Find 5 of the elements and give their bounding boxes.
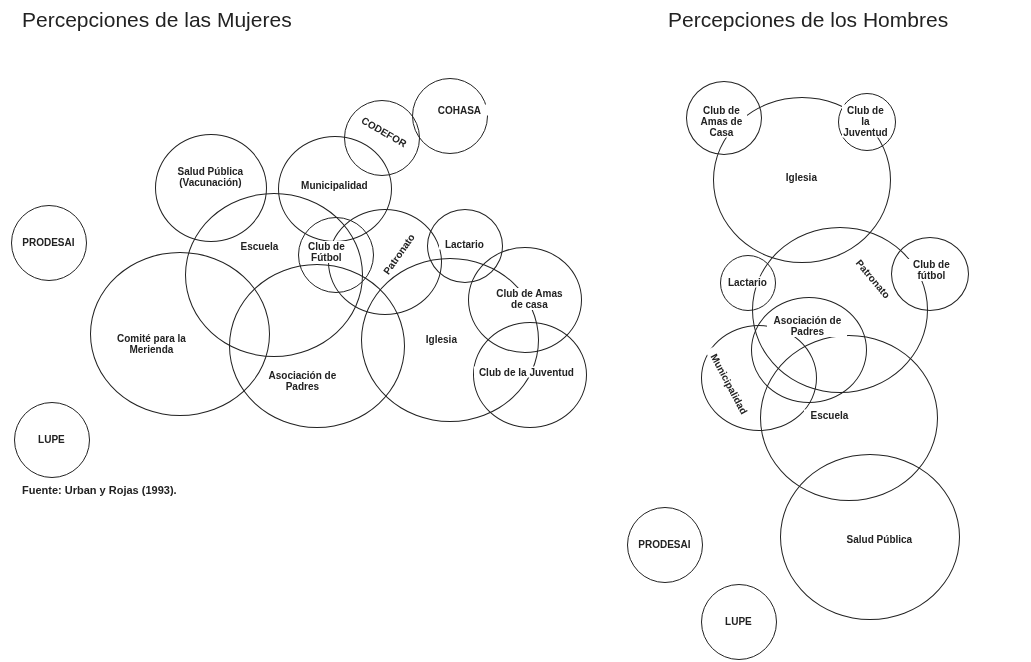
panel-heading: Percepciones de los Hombres (668, 8, 949, 32)
source-note: Fuente: Urban y Rojas (1993). (22, 484, 177, 496)
circle-label: Asociación de Padres (767, 315, 848, 338)
circle-label: Club de la Juventud (842, 104, 889, 138)
panel-heading: Percepciones de las Mujeres (22, 8, 292, 32)
